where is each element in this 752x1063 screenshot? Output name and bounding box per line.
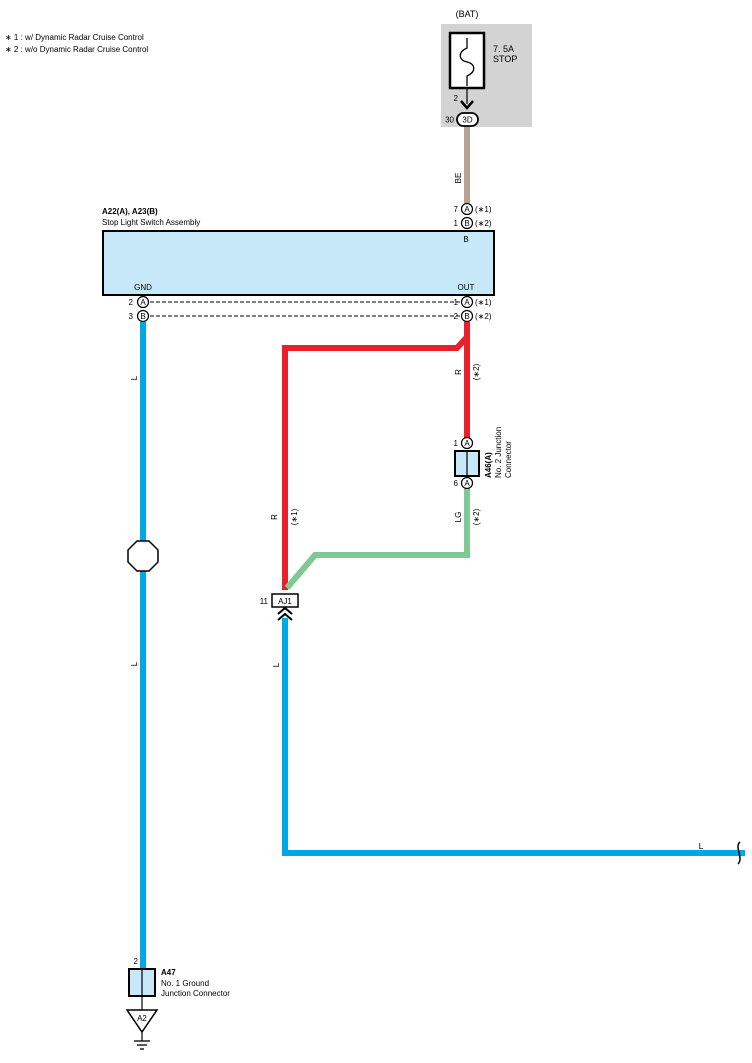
connector-3d: [456, 112, 479, 127]
wire-l-right-label: L: [699, 842, 704, 851]
ground-name1: No. 1 Ground: [161, 979, 209, 988]
wire-r-left: [282, 322, 470, 590]
note-2: ∗ 2 : w/o Dynamic Radar Cruise Control: [5, 45, 148, 54]
wire-break-icon: [737, 841, 741, 865]
switch-gnd-terminal: GND: [134, 283, 152, 292]
wire-l-gnd-label-2: L: [130, 661, 139, 666]
pin-b-out: [460, 309, 474, 323]
junction-a46-name2: Connector: [504, 441, 513, 478]
pin-a-gnd-label: A: [140, 298, 146, 307]
switch-code: A22(A), A23(B): [102, 207, 158, 216]
junction-a46-name1: No. 2 Junction: [494, 427, 503, 478]
pin-b-out-tag: (∗2): [475, 312, 492, 321]
fuse-arrow-icon: [460, 100, 474, 110]
switch-b-terminal: B: [463, 235, 468, 244]
pin-a-in: [460, 202, 474, 216]
pin-b-in: [460, 216, 474, 230]
fuse-icon: [459, 38, 475, 86]
pin-b-in-label: B: [464, 219, 469, 228]
aj1-arrow-icon: [277, 606, 293, 621]
pin-a-out-tag: (∗1): [475, 298, 492, 307]
pin-b-gnd-label: B: [140, 312, 145, 321]
connector-3d-pin: 30: [445, 116, 454, 125]
pin-a-in-num: 7: [454, 205, 459, 214]
pin-a46-top-label: A: [464, 439, 470, 448]
ground-pin: 2: [134, 957, 139, 966]
junction-a46-code: A46(A): [484, 452, 493, 478]
bat-label: (BAT): [456, 9, 479, 19]
pin-a-gnd: [136, 295, 150, 309]
switch-out-terminal: OUT: [458, 283, 475, 292]
pin-a-gnd-num: 2: [129, 298, 134, 307]
wire-r-left-label: R: [270, 514, 279, 520]
wire-r-left-tag: (∗1): [290, 508, 299, 525]
connector-3d-label: 3D: [462, 116, 472, 125]
pin-b-in-num: 1: [454, 219, 459, 228]
pin-b-out-num: 2: [454, 312, 459, 321]
ground-name2: Junction Connector: [161, 989, 230, 998]
pin-b-gnd-num: 3: [129, 312, 134, 321]
wire-lg: [284, 489, 470, 590]
splice-octagon-icon: [127, 540, 159, 572]
pin-a-out: [460, 295, 474, 309]
ground-code: A47: [161, 968, 176, 977]
pin-a-in-tag: (∗1): [475, 205, 492, 214]
ground-point-label: A2: [137, 1014, 147, 1023]
pin-a46-bottom: [460, 476, 474, 490]
note-1: ∗ 1 : w/ Dynamic Radar Cruise Control: [5, 33, 144, 42]
fuse-rating: 7. 5A: [493, 44, 514, 54]
pin-a46-top-num: 1: [454, 439, 459, 448]
fuse-pin: 2: [454, 94, 459, 103]
wire-l-aj1: [282, 618, 745, 856]
connector-aj1-pin: 11: [260, 597, 269, 606]
wire-be-label: BE: [454, 173, 463, 184]
wire-r-right-label: R: [454, 369, 463, 375]
pin-a46-top: [460, 436, 474, 450]
stop-light-switch-box: [102, 230, 495, 296]
connector-aj1-label: AJ1: [278, 597, 292, 606]
pin-a-out-num: 1: [454, 298, 459, 307]
wire-l-aj1-label: L: [272, 662, 281, 667]
pin-a-in-label: A: [464, 205, 470, 214]
pin-a46-bottom-num: 6: [454, 479, 459, 488]
wire-lg-label: LG: [454, 512, 463, 523]
pin-a46-bottom-label: A: [464, 479, 470, 488]
fuse-name: STOP: [493, 54, 517, 64]
switch-name: Stop Light Switch Assembly: [102, 218, 200, 227]
wire-l-gnd-label-1: L: [130, 375, 139, 380]
pin-b-out-label: B: [464, 312, 469, 321]
wire-r-right-tag: (∗2): [472, 363, 481, 380]
pin-b-in-tag: (∗2): [475, 219, 492, 228]
pin-a-out-label: A: [464, 298, 470, 307]
ground-point-triangle: [125, 1009, 159, 1034]
wire-lg-tag: (∗2): [472, 508, 481, 525]
pin-b-gnd: [136, 309, 150, 323]
